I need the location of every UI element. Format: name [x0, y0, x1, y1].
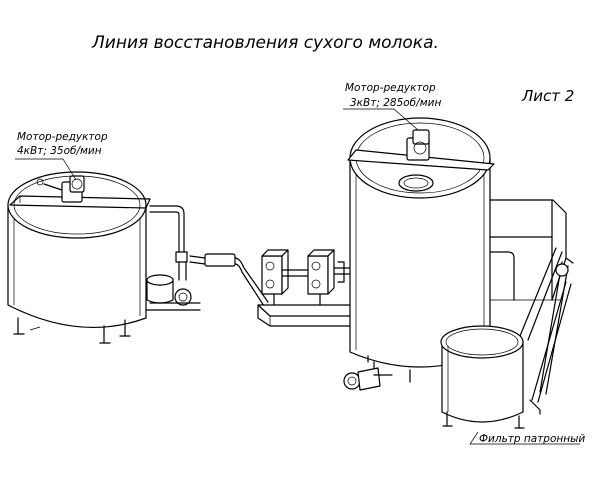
- sheet-number: Лист 2: [521, 87, 574, 105]
- left-pump: [145, 274, 201, 311]
- left-discharge-pipe: [149, 205, 269, 307]
- left-motor-label-name: Мотор-редуктор: [17, 131, 108, 143]
- left-motor-leader-line: [15, 158, 77, 181]
- center-motor-leader-line: [343, 108, 419, 131]
- drawing-title: Линия восстановления сухого молока.: [91, 33, 439, 53]
- heat-exchanger-1: [261, 249, 289, 295]
- exchanger-pipework: [273, 267, 353, 305]
- control-frame: [489, 199, 574, 301]
- cartridge-filter: [440, 325, 525, 429]
- left-motor-reducer-icon: [36, 175, 85, 203]
- center-mixing-tank: [347, 117, 495, 383]
- center-motor-reducer-icon: [406, 129, 430, 161]
- equipment-platform: [257, 304, 366, 327]
- center-motor-label-spec: 3кВт; 285об/мин: [350, 97, 441, 109]
- exchanger-valve: [337, 261, 345, 283]
- heat-exchanger-2: [307, 249, 335, 295]
- filter-label: Фильтр патронный: [479, 433, 585, 445]
- left-motor-label-spec: 4кВт; 35об/мин: [17, 145, 102, 157]
- center-pump: [343, 367, 393, 391]
- filter-leader-line: [469, 431, 580, 445]
- center-motor-label-name: Мотор-редуктор: [345, 82, 436, 94]
- left-mixing-tank: [7, 171, 151, 344]
- filter-pipework: [489, 247, 572, 415]
